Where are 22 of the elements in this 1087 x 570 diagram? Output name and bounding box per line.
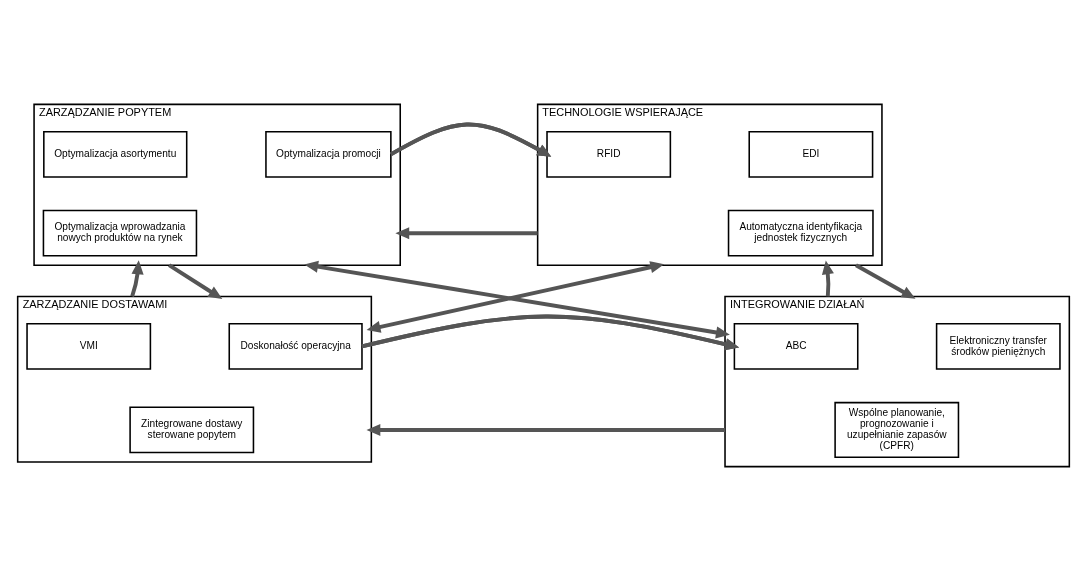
arrow xyxy=(395,226,538,239)
arrow xyxy=(366,260,665,333)
arrow xyxy=(130,259,144,297)
arrow xyxy=(821,259,834,297)
node-box: Optymalizacja wprowadzania nowych produktów na rynek xyxy=(42,209,198,257)
node-box: ABC xyxy=(733,322,859,370)
node-box: RFID xyxy=(546,130,672,178)
node-box: Elektroniczny transfer środków pieniężnych xyxy=(935,322,1061,370)
node-box: Wspólne planowanie, prognozowanie i uzupełnianie zapasów (CPFR) xyxy=(834,401,960,458)
node-box: Zintegrowane dostawy sterowane popytem xyxy=(129,406,255,453)
node-box: VMI xyxy=(26,322,152,370)
node-box: Optymalizacja promocji xyxy=(265,130,392,178)
node-box: Doskonałość operacyjna xyxy=(228,322,363,370)
arrow xyxy=(366,423,725,436)
node-box: Automatyczna identyfikacja jednostek fizycznych xyxy=(727,209,874,257)
arrow xyxy=(389,122,552,157)
node-box: Optymalizacja asortymentu xyxy=(43,130,188,178)
node-box: EDI xyxy=(748,130,874,178)
arrow xyxy=(304,260,730,338)
arrow xyxy=(855,263,916,299)
arrow xyxy=(361,314,740,350)
arrow xyxy=(168,263,223,299)
